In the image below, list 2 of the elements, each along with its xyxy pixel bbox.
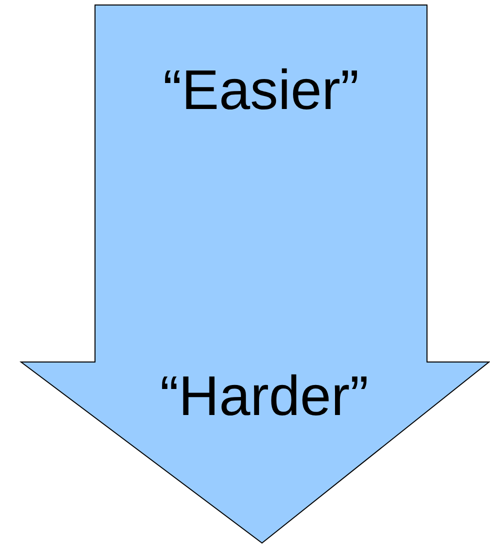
arrow-label: “Easier” bbox=[163, 62, 360, 118]
arrow-label: “Harder” bbox=[160, 368, 368, 424]
